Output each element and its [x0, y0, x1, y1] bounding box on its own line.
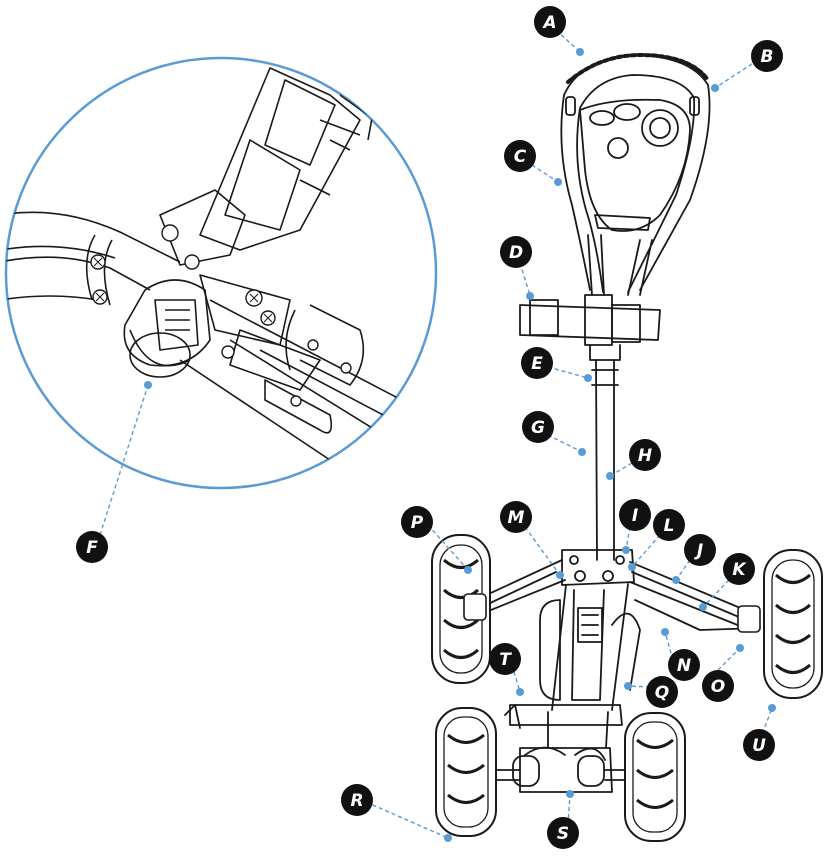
leader-lines: [99, 29, 773, 839]
svg-text:O: O: [711, 677, 725, 697]
label-e: E: [521, 347, 553, 379]
label-f: F: [76, 531, 108, 563]
svg-text:F: F: [86, 538, 98, 558]
label-l: L: [653, 509, 685, 541]
label-b: B: [751, 40, 783, 72]
label-i: I: [619, 499, 651, 531]
wheel-front-right: [763, 549, 823, 699]
svg-text:P: P: [411, 513, 424, 533]
wheel-rear-right: [624, 712, 686, 842]
label-m: M: [500, 501, 532, 533]
wheel-rear-left: [435, 707, 497, 837]
label-j: J: [684, 534, 716, 566]
label-d: D: [500, 236, 532, 268]
label-s: S: [547, 817, 579, 849]
svg-text:B: B: [761, 47, 774, 67]
label-o: O: [702, 670, 734, 702]
svg-text:R: R: [350, 791, 363, 811]
label-t: T: [489, 643, 521, 675]
label-p: P: [401, 506, 433, 538]
svg-text:A: A: [541, 13, 556, 33]
svg-text:G: G: [531, 418, 545, 438]
svg-text:K: K: [732, 560, 747, 580]
label-a: A: [534, 6, 566, 38]
svg-text:M: M: [508, 508, 525, 528]
label-r: R: [341, 784, 373, 816]
detail-magnifier: [4, 56, 438, 490]
svg-text:Q: Q: [655, 683, 669, 703]
svg-text:L: L: [664, 516, 675, 536]
svg-text:N: N: [677, 656, 691, 676]
svg-text:H: H: [638, 446, 652, 466]
svg-text:T: T: [499, 650, 512, 670]
svg-text:I: I: [632, 506, 638, 526]
wheel-front-left: [431, 534, 491, 684]
svg-text:J: J: [694, 541, 703, 561]
svg-text:C: C: [514, 147, 527, 167]
label-n: N: [668, 649, 700, 681]
svg-text:E: E: [531, 354, 543, 374]
svg-text:D: D: [509, 243, 523, 263]
wheels: [431, 534, 823, 842]
svg-text:U: U: [752, 736, 766, 756]
label-q: Q: [646, 676, 678, 708]
label-g: G: [522, 411, 554, 443]
svg-text:S: S: [557, 824, 569, 844]
label-k: K: [723, 553, 755, 585]
label-c: C: [504, 140, 536, 172]
label-u: U: [743, 729, 775, 761]
leader-dots: [144, 48, 776, 842]
label-h: H: [629, 439, 661, 471]
label-badges: A B C D E F G H I J K L M N O P Q R S T …: [76, 6, 783, 849]
